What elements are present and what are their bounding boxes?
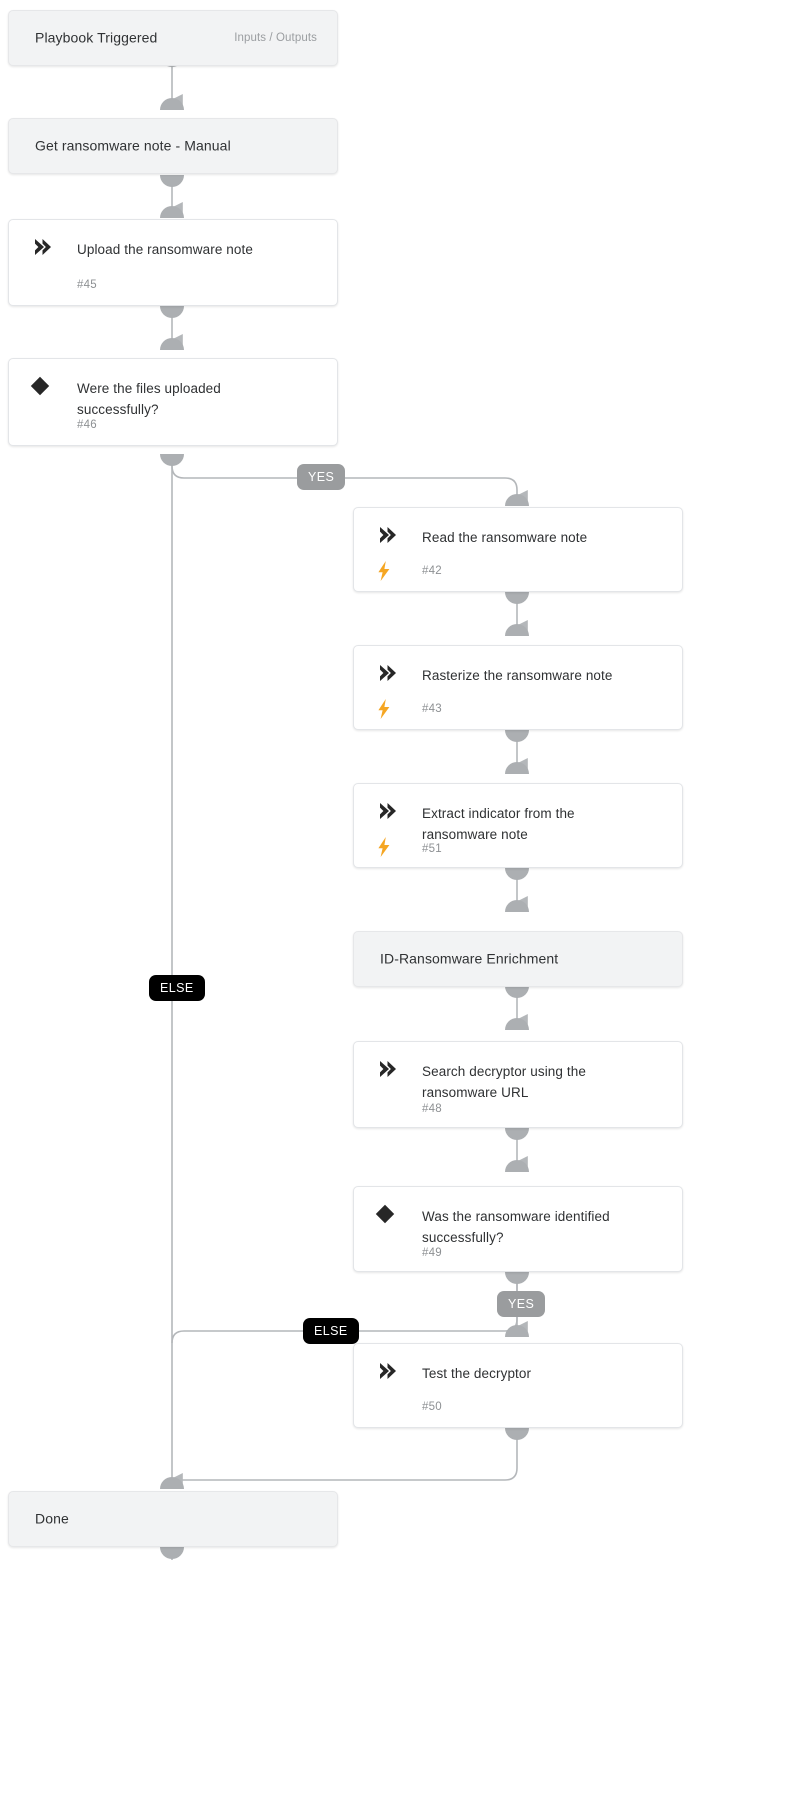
chevron-icon [376, 525, 396, 545]
socket-out-get-note [160, 175, 184, 187]
socket-in-condition49 [505, 1160, 529, 1172]
node-title: Playbook Triggered [35, 29, 158, 46]
node-were-the-files-uploaded-successfully[interactable]: Were the files uploaded successfully? #4… [8, 358, 338, 446]
node-id-label: #49 [422, 1247, 442, 1259]
node-search-decryptor-using-the-ransomware-url[interactable]: Search decryptor using the ransomware UR… [353, 1041, 683, 1128]
socket-in-condition46 [160, 338, 184, 350]
node-upload-the-ransomware-note[interactable]: Upload the ransomware note #45 [8, 219, 338, 306]
chevron-icon [31, 237, 51, 257]
branch-label-yes-2[interactable]: YES [497, 1291, 546, 1317]
lightning-bolt-icon [376, 837, 392, 857]
socket-out-test [505, 1428, 529, 1440]
chevron-icon [376, 663, 396, 683]
node-title: Test the decryptor [422, 1366, 532, 1381]
chevron-icon [376, 1059, 396, 1079]
lightning-bolt-icon [376, 699, 392, 719]
node-title: Search decryptor using the ransomware UR… [422, 1064, 586, 1100]
diamond-icon [29, 375, 51, 397]
branch-label-yes-1[interactable]: YES [297, 464, 346, 490]
socket-in-extract [505, 762, 529, 774]
socket-out-condition49 [505, 1272, 529, 1284]
node-id-label: #45 [77, 279, 97, 291]
branch-label-else-1[interactable]: ELSE [149, 975, 205, 1001]
socket-out-read-note [505, 592, 529, 604]
socket-out-condition46 [160, 454, 184, 466]
node-get-ransomware-note[interactable]: Get ransomware note - Manual [8, 118, 338, 174]
branch-label-text: YES [308, 470, 335, 484]
diamond-icon [374, 1203, 396, 1225]
socket-out-extract [505, 868, 529, 880]
branch-label-else-2[interactable]: ELSE [303, 1318, 359, 1344]
socket-in-get-note [160, 98, 184, 110]
branch-label-text: ELSE [160, 981, 194, 995]
socket-in-upload [160, 206, 184, 218]
socket-out-done [160, 1547, 184, 1559]
node-was-the-ransomware-identified-successfully[interactable]: Was the ransomware identified successful… [353, 1186, 683, 1272]
node-title: Upload the ransomware note [77, 242, 253, 257]
node-extract-indicator-from-the-ransomware-note[interactable]: Extract indicator from the ransomware no… [353, 783, 683, 868]
node-title: Was the ransomware identified successful… [422, 1209, 610, 1245]
node-id-label: #46 [77, 419, 97, 431]
node-title: Done [35, 1510, 69, 1527]
node-test-the-decryptor[interactable]: Test the decryptor #50 [353, 1343, 683, 1428]
branch-label-text: ELSE [314, 1324, 348, 1338]
node-title: Get ransomware note - Manual [35, 137, 231, 154]
socket-in-test [505, 1325, 529, 1337]
chevron-icon [376, 801, 396, 821]
chevron-icon [376, 1361, 396, 1381]
node-done[interactable]: Done [8, 1491, 338, 1547]
node-title: Were the files uploaded successfully? [77, 381, 221, 417]
socket-in-done [160, 1477, 184, 1489]
socket-in-enrichment [505, 900, 529, 912]
node-playbook-triggered[interactable]: Playbook Triggered Inputs / Outputs [8, 10, 338, 66]
node-read-the-ransomware-note[interactable]: Read the ransomware note #42 [353, 507, 683, 592]
edge-test-to-done [172, 1428, 518, 1481]
node-title: ID-Ransomware Enrichment [380, 950, 559, 967]
socket-out-upload [160, 306, 184, 318]
node-inputs-outputs-label[interactable]: Inputs / Outputs [234, 32, 317, 44]
node-title: Rasterize the ransomware note [422, 668, 613, 683]
node-id-label: #51 [422, 843, 442, 855]
socket-out-enrichment [505, 986, 529, 998]
socket-out-search [505, 1128, 529, 1140]
node-id-label: #42 [422, 565, 442, 577]
branch-label-text: YES [508, 1297, 535, 1311]
socket-in-read-note [505, 494, 529, 506]
node-id-ransomware-enrichment[interactable]: ID-Ransomware Enrichment [353, 931, 683, 987]
socket-out-rasterize [505, 730, 529, 742]
socket-in-rasterize [505, 624, 529, 636]
node-id-label: #50 [422, 1401, 442, 1413]
socket-in-search [505, 1018, 529, 1030]
node-title: Extract indicator from the ransomware no… [422, 806, 575, 842]
node-title: Read the ransomware note [422, 530, 588, 545]
node-id-label: #43 [422, 703, 442, 715]
node-id-label: #48 [422, 1103, 442, 1115]
lightning-bolt-icon [376, 561, 392, 581]
node-rasterize-the-ransomware-note[interactable]: Rasterize the ransomware note #43 [353, 645, 683, 730]
